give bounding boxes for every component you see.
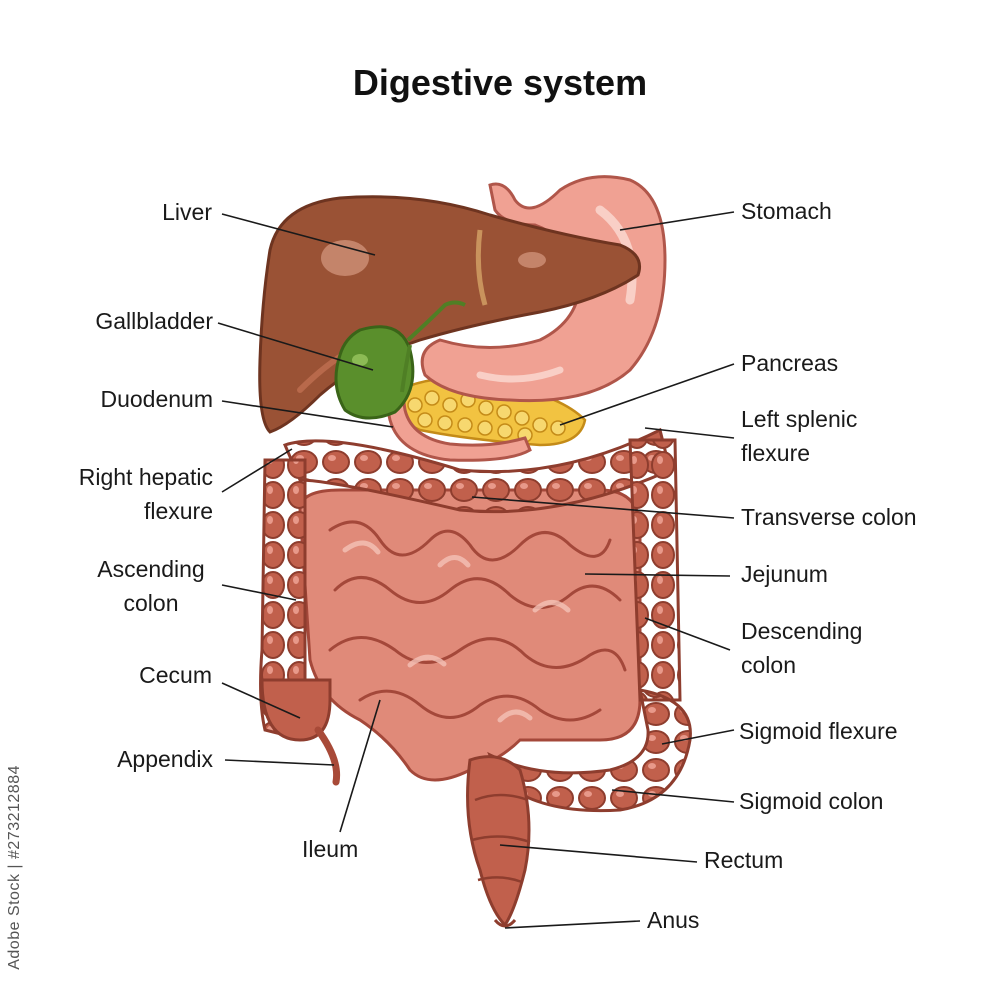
label-descending-line2: colon <box>741 652 796 678</box>
label-descending-line1: Descending <box>741 618 863 644</box>
label-rectum: Rectum <box>704 847 784 873</box>
label-sigmoid-flexure: Sigmoid flexure <box>739 718 898 744</box>
label-anus: Anus <box>647 907 700 933</box>
label-duodenum: Duodenum <box>100 386 213 412</box>
label-left-splenic-flexure: Left splenic flexure <box>741 402 857 470</box>
label-ascending-line2: colon <box>123 590 179 616</box>
label-pancreas: Pancreas <box>741 350 839 376</box>
label-cecum: Cecum <box>139 662 212 688</box>
leader-lines <box>217 211 735 929</box>
label-appendix: Appendix <box>117 746 213 772</box>
label-right-hepatic-line1: Right hepatic <box>78 464 213 490</box>
label-ascending-line1: Ascending <box>97 556 205 582</box>
label-sigmoid-colon: Sigmoid colon <box>739 788 884 814</box>
diagram-title: Digestive system <box>352 62 648 103</box>
label-descending-colon: Descending colon <box>741 614 862 682</box>
label-liver: Liver <box>162 199 212 225</box>
stock-watermark: Adobe Stock | #273212884 <box>6 765 23 970</box>
label-ileum: Ileum <box>302 836 359 862</box>
label-jejunum: Jejunum <box>741 561 828 587</box>
label-gallbladder: Gallbladder <box>95 308 213 334</box>
label-left-splenic-line2: flexure <box>741 440 811 466</box>
label-ascending-colon: Ascending colon <box>88 552 214 620</box>
label-right-hepatic-line2: flexure <box>143 498 213 524</box>
label-transverse-colon: Transverse colon <box>741 504 917 530</box>
label-right-hepatic-flexure: Right hepatic flexure <box>79 460 213 528</box>
gallbladder <box>334 300 466 420</box>
label-left-splenic-line1: Left splenic <box>741 406 858 432</box>
small-intestine <box>298 488 642 782</box>
label-stomach: Stomach <box>741 198 832 224</box>
